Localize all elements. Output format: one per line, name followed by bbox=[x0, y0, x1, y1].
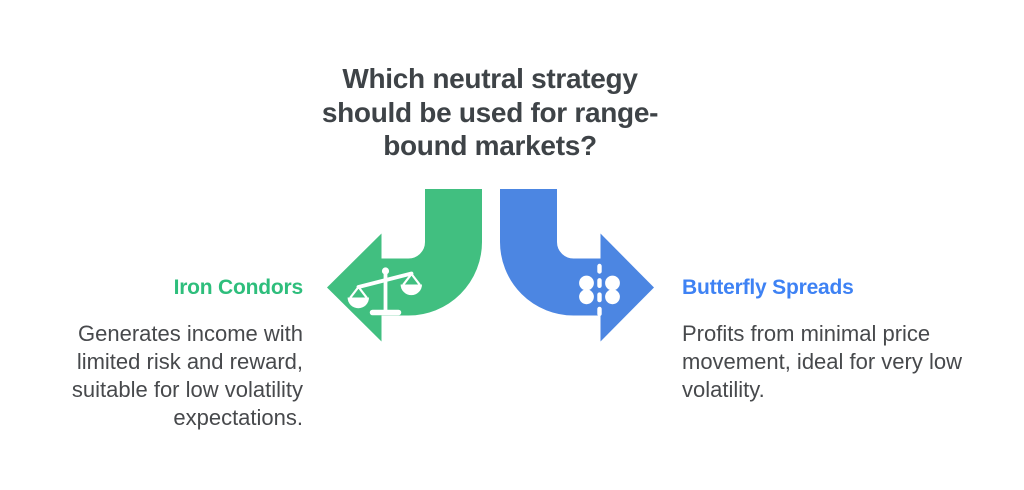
green-arrow bbox=[327, 189, 482, 342]
blue-arrow bbox=[500, 189, 654, 342]
question-line-1: Which neutral strategy bbox=[342, 63, 638, 94]
right-branch: Butterfly Spreads Profits from minimal p… bbox=[682, 276, 1002, 404]
scales-right-strings bbox=[402, 273, 421, 286]
left-desc-line-4: expectations. bbox=[173, 405, 303, 430]
scales-left-pan bbox=[347, 297, 369, 309]
left-desc-line-2: limited risk and reward, bbox=[76, 349, 303, 374]
scales-left-strings bbox=[349, 286, 368, 299]
right-desc-line-2: movement, ideal for very low bbox=[682, 349, 962, 374]
butterfly-wing-bottom-left bbox=[579, 289, 594, 305]
right-branch-heading: Butterfly Spreads bbox=[682, 276, 854, 299]
right-desc-line-3: volatility. bbox=[682, 377, 765, 402]
butterfly-wing-top-left bbox=[579, 275, 594, 291]
butterfly-wing-top-right bbox=[605, 275, 620, 291]
blue-arrow-head bbox=[600, 233, 654, 342]
scales-right-pan bbox=[400, 284, 422, 296]
scales-beam bbox=[356, 271, 414, 289]
blue-arrow-curve bbox=[500, 189, 612, 316]
scales-icon bbox=[347, 267, 422, 316]
green-arrow-head bbox=[327, 233, 382, 342]
question-line-2: should be used for range- bbox=[321, 96, 659, 128]
left-branch-description: Generates income with limited risk and r… bbox=[23, 320, 303, 432]
left-branch: Iron Condors Generates income with limit… bbox=[23, 276, 303, 432]
right-desc-line-1: Profits from minimal price bbox=[682, 321, 931, 346]
question-line-3: bound markets? bbox=[383, 130, 597, 161]
green-arrow-curve bbox=[378, 189, 482, 316]
butterfly-icon bbox=[579, 263, 620, 317]
butterfly-wing-bottom-right bbox=[605, 289, 620, 305]
left-desc-line-3: suitable for low volatility bbox=[71, 377, 303, 402]
main-question: Which neutral strategy should be used fo… bbox=[280, 62, 700, 163]
left-branch-heading: Iron Condors bbox=[173, 276, 304, 299]
left-desc-line-1: Generates income with bbox=[78, 321, 303, 346]
right-branch-description: Profits from minimal price movement, ide… bbox=[682, 320, 1002, 404]
